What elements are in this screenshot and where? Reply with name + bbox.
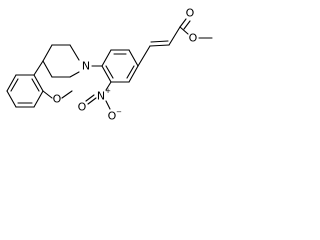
bond bbox=[128, 65, 139, 83]
bond bbox=[31, 78, 40, 92]
bond bbox=[42, 90, 53, 99]
bond bbox=[101, 49, 112, 67]
bond bbox=[105, 65, 114, 79]
bond bbox=[42, 60, 53, 78]
nitro-positive-charge-label: + bbox=[105, 87, 111, 95]
bond bbox=[101, 65, 112, 83]
ester-carbonyl-oxygen-label: O bbox=[186, 7, 195, 20]
bond bbox=[33, 60, 44, 76]
bond bbox=[85, 94, 95, 102]
bond bbox=[183, 20, 191, 30]
bond bbox=[179, 18, 187, 28]
piperidine-nitrogen-label: N bbox=[82, 60, 90, 73]
bond bbox=[137, 45, 151, 67]
atom-labels: N N + O O − O O O bbox=[53, 7, 198, 123]
bond bbox=[149, 44, 170, 47]
bond bbox=[6, 90, 17, 108]
bond bbox=[179, 26, 189, 35]
bond bbox=[33, 74, 44, 92]
bond bbox=[33, 90, 44, 108]
bond bbox=[168, 26, 181, 46]
bond bbox=[69, 71, 80, 78]
nitro-negative-charge-label: − bbox=[116, 108, 122, 116]
ester-oxygen-label: O bbox=[189, 32, 198, 45]
bond bbox=[10, 78, 19, 92]
bond bbox=[126, 65, 135, 79]
bond bbox=[105, 100, 111, 110]
nitro-nitrogen-label: N bbox=[97, 90, 105, 103]
bond bbox=[42, 44, 53, 62]
bond bbox=[105, 81, 112, 91]
nitro-oxide-oxygen-label: O bbox=[108, 110, 117, 123]
bonds bbox=[6, 18, 213, 110]
bond bbox=[61, 90, 73, 99]
chemical-structure: N N + O O − O O O bbox=[6, 7, 213, 123]
bond bbox=[87, 97, 97, 105]
bond bbox=[128, 49, 139, 67]
methoxy-oxygen-label: O bbox=[53, 93, 62, 106]
bond bbox=[69, 44, 80, 61]
bond bbox=[150, 40, 169, 43]
bond bbox=[6, 74, 17, 92]
nitro-oxygen-label: O bbox=[78, 101, 87, 114]
